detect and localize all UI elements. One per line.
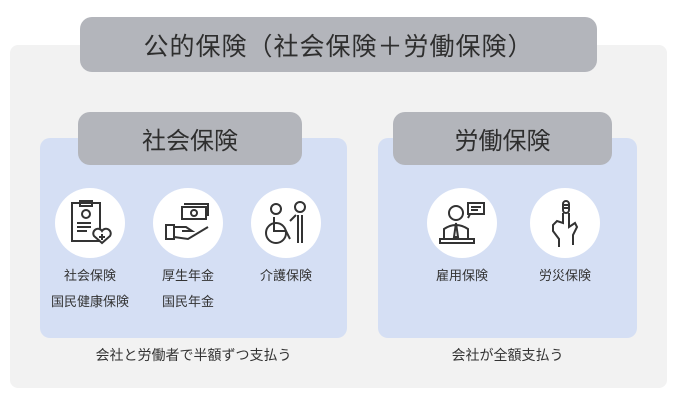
injured-finger-icon [530, 188, 600, 258]
employee-desk-icon [427, 188, 497, 258]
label-workers-comp: 労災保険 [538, 269, 591, 284]
wheelchair-care-icon [251, 188, 321, 258]
page-title: 公的保険（社会保険＋労働保険） [80, 17, 597, 72]
labor-insurance-heading: 労働保険 [393, 112, 612, 165]
label-pension: 厚生年金国民年金 [161, 269, 214, 310]
labor-payment-note: 会社が全額支払う [451, 348, 564, 364]
medical-clipboard-icon [55, 188, 125, 258]
labor-insurance-panel [378, 138, 637, 338]
social-payment-note: 会社と労働者で半額ずつ支払う [95, 348, 292, 364]
label-social-health: 社会保険国民健康保険 [50, 269, 129, 310]
social-insurance-heading: 社会保険 [78, 112, 302, 165]
label-employment: 雇用保険 [435, 269, 488, 284]
money-hand-icon [153, 188, 223, 258]
label-care: 介護保険 [259, 269, 312, 284]
